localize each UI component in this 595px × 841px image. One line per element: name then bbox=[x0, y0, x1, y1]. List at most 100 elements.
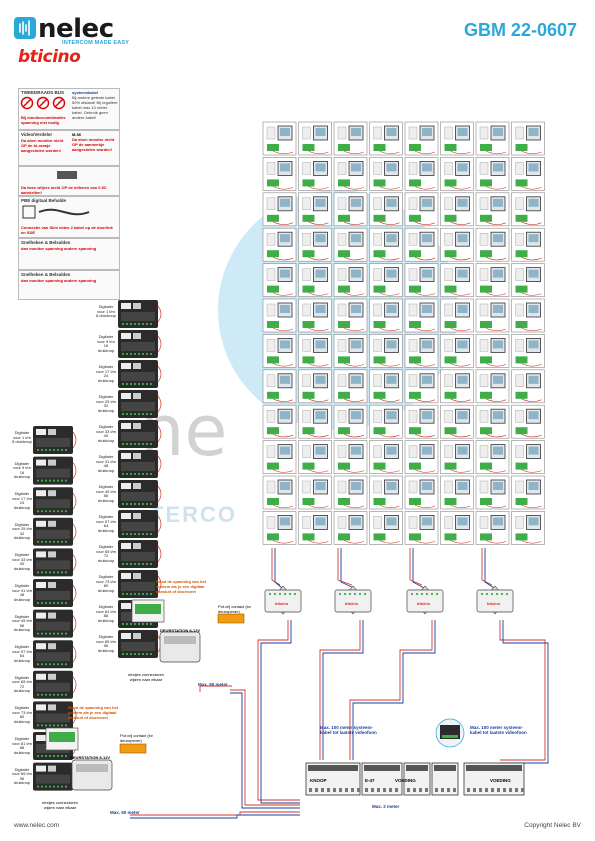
legend-title: TWEEDRAADS BUS bbox=[21, 90, 65, 95]
legend-box-snel1: Snelheken & Belsaldes dan monitor spanni… bbox=[18, 238, 120, 270]
legend-title: PBE digitaal Behalde bbox=[21, 198, 67, 203]
terminal-block bbox=[444, 462, 457, 470]
monitor-unit bbox=[333, 511, 368, 545]
cable-note: systeemkabel Bij andere geteste kabel 50… bbox=[72, 90, 118, 120]
terminal-block bbox=[267, 462, 279, 470]
terminal-block bbox=[302, 179, 315, 187]
terminal-block bbox=[444, 285, 457, 293]
legend-box-snel2: Snelheken & Belsaldes dan monitor spanni… bbox=[18, 270, 120, 300]
decoder-label: Digitaler voor 1 t/m 8 drukknop bbox=[96, 304, 116, 318]
terminal-block bbox=[515, 250, 528, 258]
monitor-unit bbox=[333, 263, 368, 297]
decoder-label: Digitaler voor 57 t/m 64 drukknop bbox=[96, 514, 117, 533]
monitor-unit bbox=[298, 298, 332, 333]
monitor-unit bbox=[262, 121, 297, 156]
terminal-block bbox=[480, 250, 492, 258]
decoder-label: Digitaler voor 65 t/m 72 drukknop bbox=[12, 674, 33, 694]
monitor-unit bbox=[298, 263, 332, 297]
terminal-block bbox=[302, 356, 315, 364]
terminal-block bbox=[302, 533, 315, 541]
monitor-unit bbox=[511, 475, 545, 510]
power-supply-icon bbox=[159, 631, 201, 663]
terminal-block bbox=[373, 356, 386, 364]
legend-box-video: Video/Verdeler Da ahen monitor nicht OP … bbox=[18, 130, 120, 166]
monitor-unit bbox=[475, 192, 510, 227]
decoder-label: Digitaler voor 25 t/m 32 drukknop bbox=[96, 394, 117, 413]
power-supply-row bbox=[305, 718, 525, 796]
decoder-device bbox=[118, 570, 162, 598]
terminal-block bbox=[302, 498, 315, 505]
door-psu-mid: DEURSTATION 8-12V bbox=[160, 628, 201, 633]
terminal-block bbox=[444, 179, 457, 187]
decoder-device bbox=[118, 390, 162, 418]
cable-text: Bij andere geteste kabel 50% afstand! Bi… bbox=[72, 95, 118, 120]
terminal-block bbox=[373, 179, 386, 187]
decoder-label: Digitaler voor 89 t/m 96 drukknop bbox=[96, 634, 117, 653]
watermark-subtext: TERCO bbox=[150, 502, 237, 527]
legend-note: Bij monitorcombinaties spanning niet nod… bbox=[21, 115, 66, 125]
terminal-block bbox=[409, 144, 421, 151]
legend-box-m56: Da twee wlijers nicht OP de billenen van… bbox=[18, 166, 120, 196]
monitor-unit bbox=[333, 475, 368, 510]
monitor-unit bbox=[404, 192, 439, 227]
power-supply-icon bbox=[403, 762, 431, 796]
monitor-unit bbox=[404, 227, 439, 262]
terminal-block bbox=[409, 533, 421, 541]
legend-note: Da twee wlijers nicht OP de billenen van… bbox=[21, 185, 107, 195]
terminal-block bbox=[444, 356, 457, 364]
monitor-unit bbox=[404, 263, 439, 297]
terminal-block bbox=[302, 250, 315, 258]
terminal-block bbox=[338, 391, 350, 399]
end-connector-note-left: eindjes connectoren wijzen naar elkaar bbox=[42, 800, 78, 810]
power-supply-icon bbox=[431, 762, 459, 796]
monitor-unit bbox=[475, 298, 510, 333]
terminal-block bbox=[338, 214, 350, 222]
footer-website[interactable]: www.nelec.com bbox=[14, 822, 60, 829]
terminal-block bbox=[444, 533, 457, 541]
monitor-unit bbox=[333, 121, 368, 156]
terminal-block bbox=[267, 285, 279, 293]
monitor-unit bbox=[440, 511, 474, 545]
terminal-block bbox=[267, 427, 279, 435]
power-supply-icon bbox=[361, 762, 403, 796]
monitor-unit bbox=[333, 298, 368, 333]
terminal-block bbox=[373, 533, 386, 541]
monitor-unit bbox=[262, 440, 297, 474]
terminal-block bbox=[373, 427, 386, 435]
decoder-device bbox=[33, 701, 77, 730]
monitor-unit bbox=[369, 192, 403, 227]
psu-label-1: KNOOP bbox=[310, 778, 327, 783]
terminal-block bbox=[409, 391, 421, 399]
terminal-block bbox=[338, 462, 350, 470]
monitor-unit bbox=[440, 227, 474, 262]
distributor-icon: bticino bbox=[406, 585, 444, 615]
monitor-unit bbox=[333, 192, 368, 227]
terminal-block bbox=[267, 498, 279, 505]
terminal-block bbox=[373, 214, 386, 222]
monitor-unit bbox=[511, 334, 545, 368]
terminal-block bbox=[480, 356, 492, 364]
svg-text:bticino: bticino bbox=[345, 601, 359, 606]
potential-free-contact bbox=[217, 613, 245, 624]
legend-note: Connectie van Slim video 2 kabel op de d… bbox=[21, 225, 113, 235]
monitor-unit bbox=[440, 404, 474, 439]
monitor-unit bbox=[440, 121, 474, 156]
decoder-label: Digitaler voor 17 t/m 24 drukknop bbox=[96, 364, 117, 383]
decoder-label: Digitaler voor 33 t/m 40 drukknop bbox=[96, 424, 117, 443]
decoder-label: Digitaler voor 9 t/m 16 drukknop bbox=[13, 460, 31, 480]
terminal-block bbox=[480, 427, 492, 435]
relay-note-left: Rood de spanning van het scherm als je e… bbox=[68, 705, 119, 720]
terminal-block bbox=[480, 179, 492, 187]
decoder-device bbox=[33, 548, 77, 577]
legend-title: M-56 bbox=[72, 132, 82, 137]
terminal-block bbox=[444, 214, 457, 222]
monitor-unit bbox=[333, 369, 368, 404]
terminal-block bbox=[267, 179, 279, 187]
decoder-device bbox=[118, 330, 162, 358]
max-50-label-mid: Max. 50 meter bbox=[198, 682, 228, 687]
monitor-unit bbox=[298, 369, 332, 404]
monitor-unit bbox=[440, 157, 474, 191]
terminal-block bbox=[338, 533, 350, 541]
